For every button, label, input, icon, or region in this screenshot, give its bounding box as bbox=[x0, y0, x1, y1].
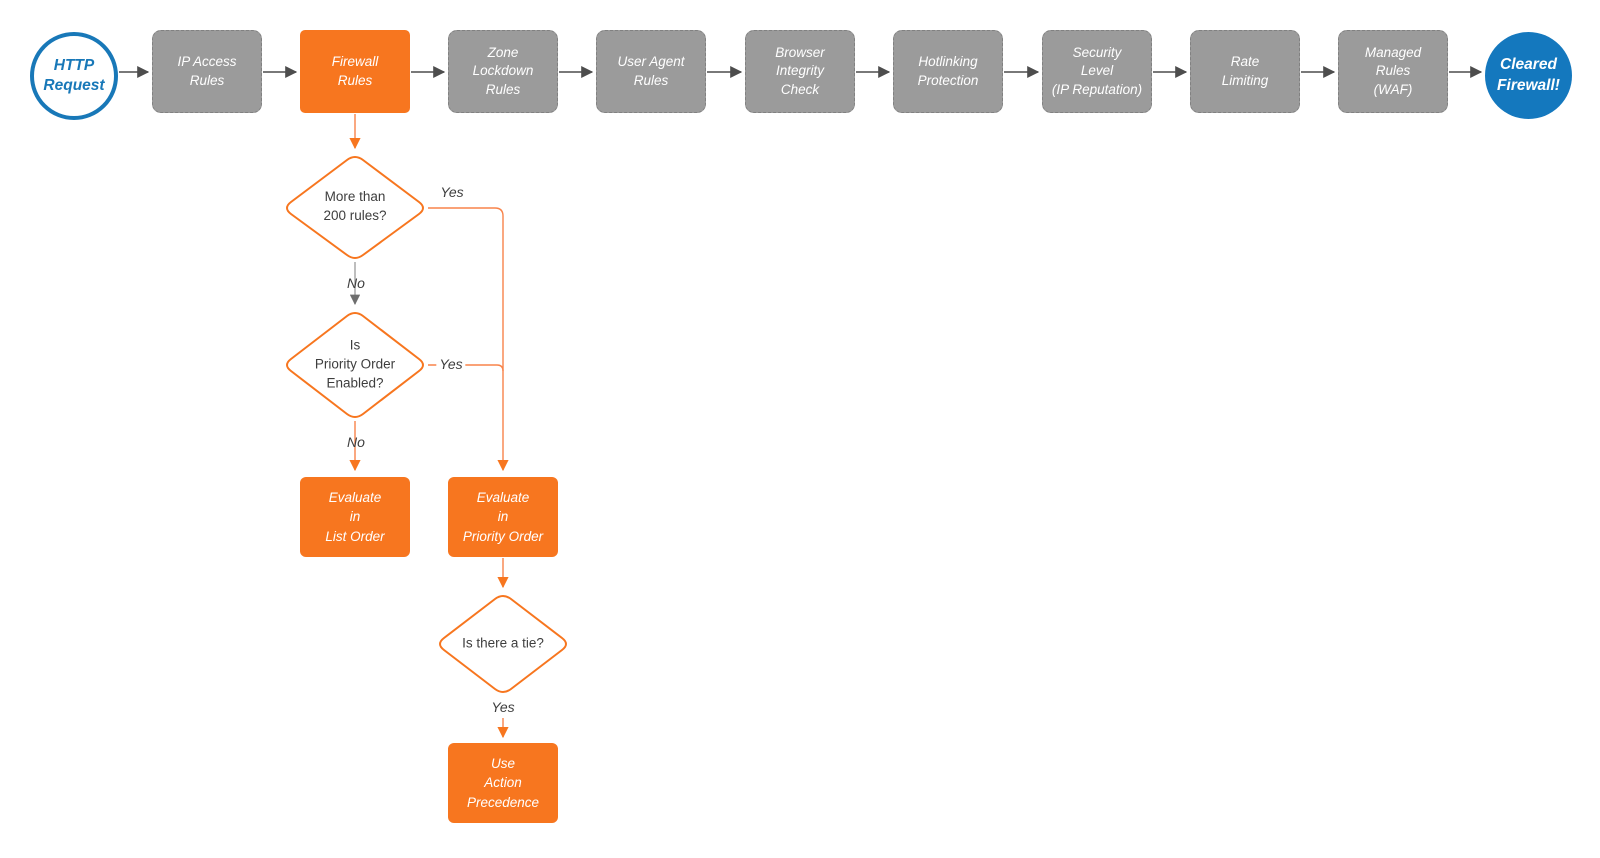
stage-zone-lockdown-rules: Zone Lockdown Rules bbox=[448, 30, 558, 113]
action-evaluate-list-order: Evaluate in List Order bbox=[300, 477, 410, 557]
stage-rate-limiting: Rate Limiting bbox=[1190, 30, 1300, 113]
decision-2-label: Is Priority Order Enabled? bbox=[314, 337, 396, 391]
decision-1-label: More than 200 rules? bbox=[323, 189, 387, 223]
stage-ip-access-rules: IP Access Rules bbox=[152, 30, 262, 113]
start-node-http-request: HTTP Request bbox=[30, 32, 118, 120]
decision-2-diamond bbox=[286, 312, 424, 418]
edge-decision1-yes bbox=[428, 207, 509, 472]
decision-shapes bbox=[286, 156, 567, 693]
edge-label-decision1-no: No bbox=[347, 275, 365, 291]
stage-user-agent-rules: User Agent Rules bbox=[596, 30, 706, 113]
edge-label-decision2-yes: Yes bbox=[436, 356, 466, 372]
action-evaluate-priority-order: Evaluate in Priority Order bbox=[448, 477, 558, 557]
edge-decision2-yes bbox=[428, 364, 504, 372]
decision-3-label: Is there a tie? bbox=[462, 635, 544, 651]
stage-firewall-rules: Firewall Rules bbox=[300, 30, 410, 113]
edge-label-decision1-yes: Yes bbox=[440, 184, 464, 200]
stage-hotlinking-protection: Hotlinking Protection bbox=[893, 30, 1003, 113]
stage-security-level: Security Level (IP Reputation) bbox=[1042, 30, 1152, 113]
stage-managed-rules-waf: Managed Rules (WAF) bbox=[1338, 30, 1448, 113]
end-node-cleared-firewall: Cleared Firewall! bbox=[1485, 32, 1572, 119]
edge-label-decision2-no: No bbox=[347, 434, 365, 450]
action-use-action-precedence: Use Action Precedence bbox=[448, 743, 558, 823]
branch-edges bbox=[349, 114, 509, 739]
decision-1-diamond bbox=[286, 156, 424, 259]
edge-label-decision3-yes: Yes bbox=[491, 699, 515, 715]
stage-browser-integrity-check: Browser Integrity Check bbox=[745, 30, 855, 113]
decision-3-diamond bbox=[439, 595, 567, 693]
